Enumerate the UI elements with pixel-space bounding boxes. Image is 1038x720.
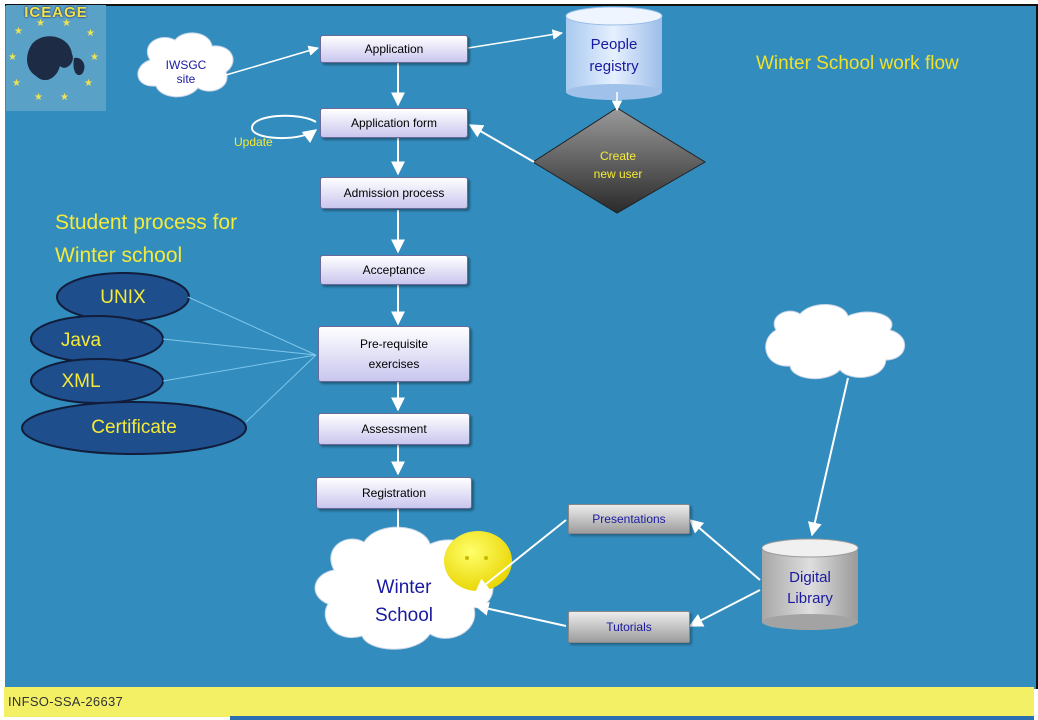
create-user-line2: new user [593, 167, 643, 181]
footer-accent-line [230, 716, 1034, 720]
update-label: Update [234, 135, 273, 149]
digital-library-label: Digital Library [762, 562, 858, 614]
presentations-box[interactable]: Presentations [568, 504, 690, 534]
create-user-diamond [532, 107, 706, 214]
create-user-label: Create new user [573, 145, 663, 185]
svg-text:★: ★ [86, 28, 95, 39]
iwsgc-line1: IWSGC [165, 58, 207, 72]
svg-text:★: ★ [62, 18, 71, 29]
footer-bar [4, 687, 1034, 717]
people-registry-line1: People [590, 36, 638, 53]
svg-text:★: ★ [60, 92, 69, 103]
winter-school-line1: Winter [376, 577, 432, 598]
iwsgc-label: IWSGC site [150, 50, 222, 94]
svg-text:★: ★ [12, 78, 21, 89]
svg-text:★: ★ [84, 78, 93, 89]
svg-text:★: ★ [36, 18, 45, 29]
resource-arrows [468, 124, 849, 627]
application-form-box[interactable]: Application form [320, 108, 468, 138]
iwsgc-line2: site [176, 72, 196, 86]
topic-connectors [162, 296, 317, 423]
svg-text:★: ★ [34, 92, 43, 103]
iwsgc-cloud [137, 32, 234, 98]
page-title: Winter School work flow [756, 53, 959, 74]
registration-box[interactable]: Registration [316, 477, 472, 509]
svg-text:★: ★ [14, 26, 23, 37]
topic-xml[interactable]: XML [61, 371, 101, 392]
winter-school-line2: School [374, 605, 434, 626]
topic-java[interactable]: Java [60, 330, 102, 351]
people-registry-cylinder [565, 6, 663, 100]
logo-text: ICEAGE [24, 4, 88, 21]
people-registry-line2: registry [589, 58, 639, 75]
footer-text: INFSO-SSA-26637 [8, 694, 124, 709]
logo-graphic: ★ ★ ★ ★ ★ ★ ★ ★ ★ ★ [6, 5, 106, 111]
prereq-box[interactable]: Pre-requisite exercises [318, 326, 470, 382]
prereq-line2: exercises [368, 357, 420, 371]
admission-process-box[interactable]: Admission process [320, 177, 468, 209]
svg-text:★: ★ [8, 52, 17, 63]
digital-library-line2: Library [787, 590, 833, 607]
prereq-line1: Pre-requisite [359, 337, 429, 351]
assessment-box[interactable]: Assessment [318, 413, 470, 445]
create-user-line1: Create [599, 149, 637, 163]
student-process-heading-line1: Student process for [55, 211, 238, 234]
acceptance-box[interactable]: Acceptance [320, 255, 468, 285]
issgc-cloud [765, 303, 906, 380]
prereq-ellipses [21, 272, 247, 455]
people-registry-label: People registry [566, 28, 662, 84]
digital-library-cylinder [761, 538, 859, 630]
application-box[interactable]: Application [320, 35, 468, 63]
student-process-heading-line2: Winter school [55, 244, 183, 267]
issgc-label: ISSGC [810, 339, 870, 360]
svg-text:★: ★ [90, 52, 99, 63]
side-arrows [225, 29, 623, 112]
topic-unix[interactable]: UNIX [100, 287, 146, 308]
update-loop-arrow [250, 114, 318, 144]
topic-certificate[interactable]: Certificate [91, 417, 177, 438]
winter-school-label: Winter School [344, 570, 464, 634]
digital-library-line1: Digital [789, 569, 831, 586]
tutorials-box[interactable]: Tutorials [568, 611, 690, 643]
